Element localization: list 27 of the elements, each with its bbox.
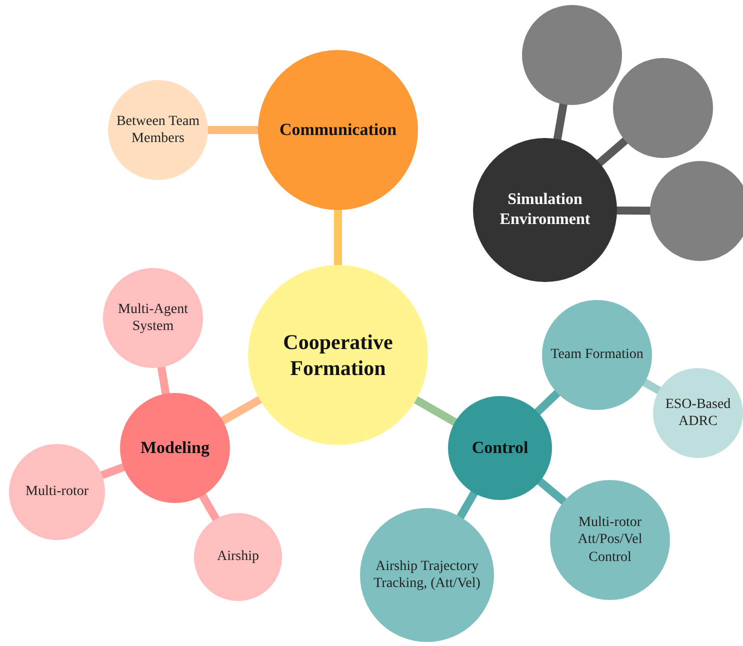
branch-connector bbox=[198, 492, 220, 523]
branch-connector bbox=[536, 477, 568, 506]
branch-connector bbox=[553, 102, 568, 142]
branch-connector bbox=[456, 489, 479, 521]
topic-label: ESO-Based ADRC bbox=[664, 396, 732, 430]
topic-label: Multi-Agent System bbox=[117, 300, 189, 336]
branch-connector bbox=[595, 136, 630, 168]
topic-label: Communication bbox=[279, 119, 397, 141]
topic-label: Simulation Environment bbox=[498, 190, 592, 230]
topic-label: Airship Trajectory Tracking, (Att/Vel) bbox=[372, 558, 482, 592]
topic-label: Between Team Members bbox=[116, 112, 200, 148]
topic-label: Cooperative Formation bbox=[282, 328, 394, 382]
branch-connector bbox=[157, 364, 170, 396]
branch-connector bbox=[412, 395, 459, 427]
branch-connector bbox=[206, 126, 260, 134]
branch-connector bbox=[640, 378, 663, 396]
branch-connector bbox=[219, 395, 264, 426]
branch-connector bbox=[98, 462, 127, 480]
topic-label: Multi-rotor Att/Pos/Vel Control bbox=[576, 514, 644, 566]
topic-label: Modeling bbox=[140, 437, 210, 459]
topic-label: Airship bbox=[217, 548, 259, 566]
topic-label: Control bbox=[472, 437, 528, 459]
topic-label: Multi-rotor bbox=[26, 483, 88, 501]
branch-connector bbox=[533, 388, 562, 416]
branch-connector bbox=[614, 206, 652, 215]
topic-label: Team Formation bbox=[550, 346, 644, 364]
branch-connector bbox=[334, 208, 342, 267]
